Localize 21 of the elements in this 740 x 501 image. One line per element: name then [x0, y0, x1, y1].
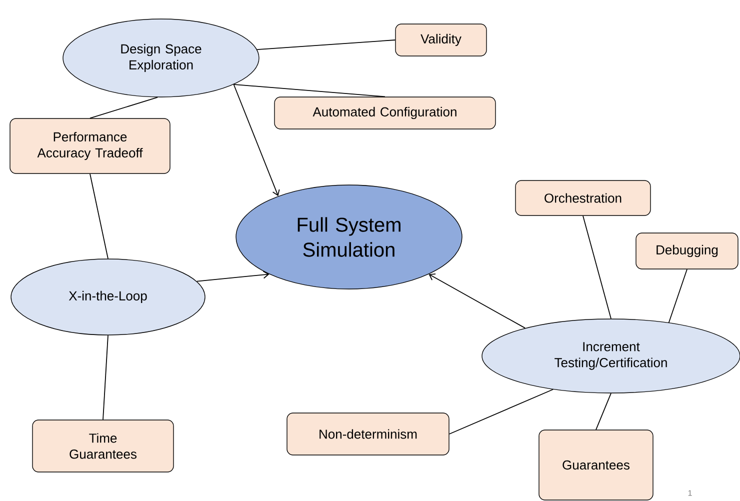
connector-line [90, 96, 158, 119]
topic-box: Time Guarantees [32, 420, 174, 472]
connector-line [233, 84, 386, 98]
topic-box: Validity [395, 24, 487, 56]
connector-line [596, 392, 612, 430]
connector-line [582, 215, 612, 320]
connector-line [90, 173, 108, 260]
arrow [233, 84, 280, 196]
topic-box: Guarantees [538, 430, 654, 500]
connector-line [102, 334, 108, 420]
topic-box: Performance Accuracy Tradeoff [10, 118, 170, 174]
page-number: 1 [688, 490, 692, 496]
topic-box: Debugging [636, 232, 738, 270]
connector-line [448, 388, 554, 434]
topic-box: Orchestration [515, 180, 651, 216]
connector-line [668, 268, 688, 324]
arrow [428, 274, 526, 329]
connector-line [256, 40, 396, 50]
topic-box: Non-determinism [286, 412, 450, 456]
topic-box: Automated Configuration [274, 96, 496, 130]
arrow [196, 270, 270, 282]
